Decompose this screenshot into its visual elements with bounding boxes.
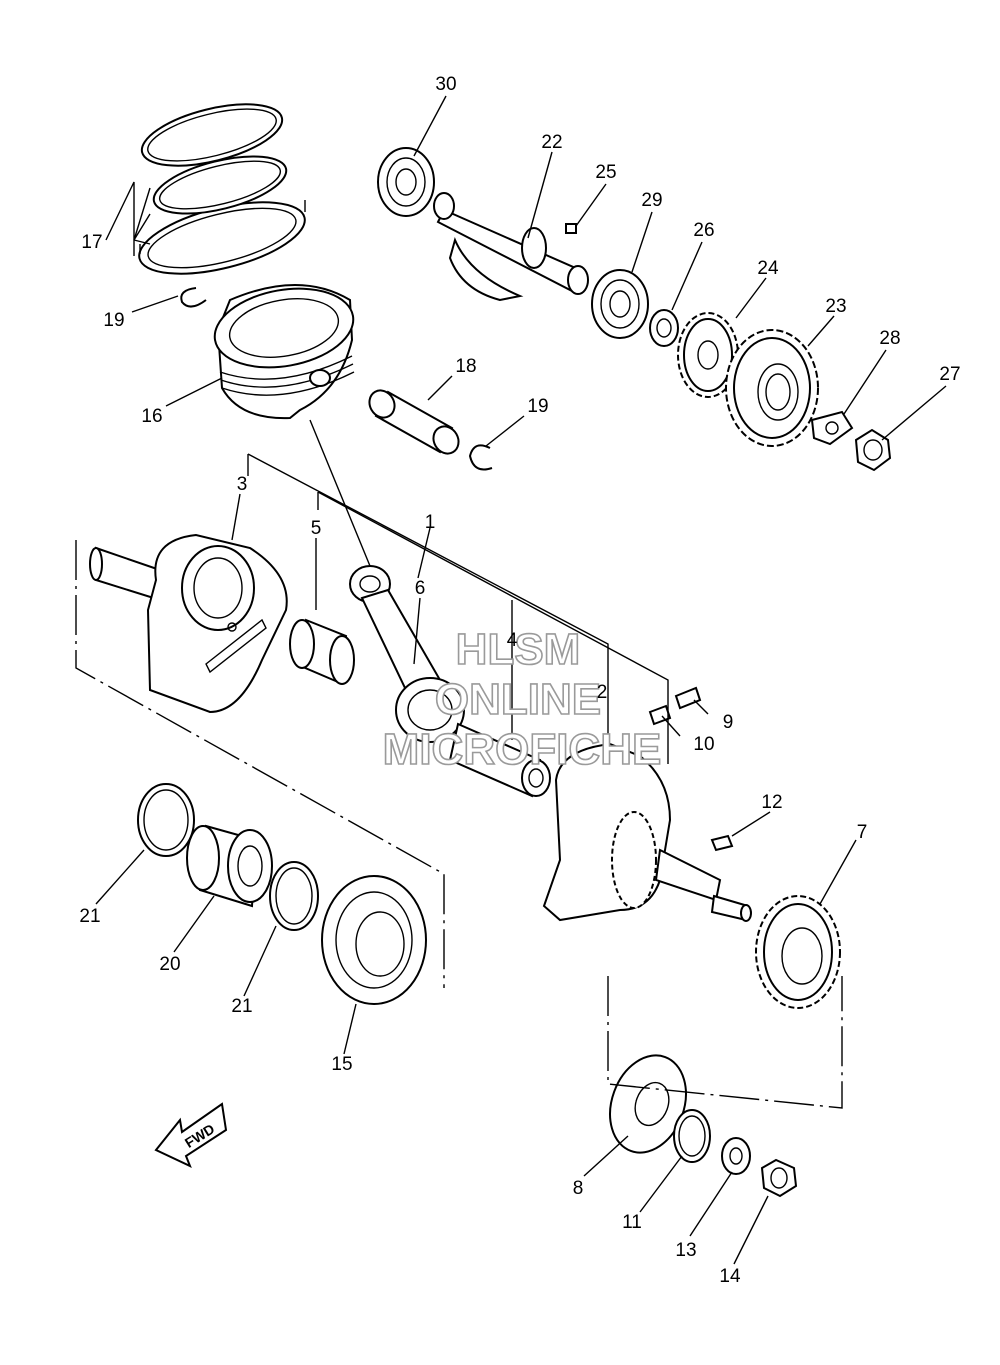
callout-10: 10 [693, 734, 714, 755]
callout-21-left: 21 [79, 906, 100, 927]
callout-4: 4 [507, 630, 518, 651]
callout-6: 6 [415, 578, 426, 599]
nut-27 [854, 428, 892, 472]
callout-1: 1 [425, 512, 436, 533]
crank-gear-7 [755, 895, 841, 1009]
callout-20: 20 [159, 954, 180, 975]
watermark: HLSM ONLINE MICROFICHE [382, 624, 662, 775]
callout-11: 11 [622, 1212, 642, 1233]
piston-pin [368, 389, 460, 455]
callout-9: 9 [723, 712, 734, 733]
needle-bearing-5 [289, 618, 355, 685]
callout-12: 12 [761, 792, 782, 813]
callout-3: 3 [237, 474, 248, 495]
leader-lines [95, 95, 947, 1265]
callout-26: 26 [693, 220, 714, 241]
callout-24: 24 [757, 258, 779, 279]
gear-23 [725, 329, 819, 447]
bearing-15 [321, 875, 427, 1005]
crank-pin [448, 722, 551, 798]
circlip-lower [468, 444, 493, 471]
watermark-line-2: ONLINE [435, 675, 601, 724]
callout-16: 16 [141, 406, 162, 427]
callout-29: 29 [641, 190, 662, 211]
callout-30: 30 [435, 74, 456, 95]
connecting-rod [349, 565, 465, 743]
callout-5: 5 [311, 518, 322, 539]
callout-13: 13 [675, 1240, 696, 1261]
circlip-21-left [137, 783, 195, 857]
bearing-29 [591, 269, 649, 339]
callout-7: 7 [857, 822, 868, 843]
callout-18: 18 [455, 356, 476, 377]
collar-26 [649, 309, 679, 347]
group-brackets [75, 419, 843, 1109]
forward-arrow: FWD [154, 1102, 228, 1168]
callout-28: 28 [879, 328, 900, 349]
nut-14 [760, 1158, 798, 1198]
circlip-11 [673, 1109, 711, 1163]
callout-19-lower: 19 [527, 396, 548, 417]
lock-washer-28 [810, 410, 854, 446]
spacer-20 [186, 824, 273, 908]
crank-left-half [89, 533, 288, 714]
callout-25: 25 [595, 162, 616, 183]
callout-2: 2 [597, 682, 608, 703]
spring-9 [674, 686, 702, 710]
callout-15: 15 [331, 1054, 352, 1075]
circlip-upper [180, 287, 207, 308]
callout-27: 27 [939, 364, 960, 385]
callout-22: 22 [541, 132, 562, 153]
callout-17: 17 [81, 232, 102, 253]
callout-14: 14 [719, 1266, 741, 1287]
callout-21-right: 21 [231, 996, 252, 1017]
watermark-line-3: MICROFICHE [383, 725, 662, 774]
piston-rings [138, 103, 306, 275]
callout-23: 23 [825, 296, 846, 317]
balancer-shaft [433, 192, 589, 302]
crank-right-half [542, 742, 752, 922]
callout-8: 8 [573, 1178, 584, 1199]
callout-labels: 1 2 3 4 5 6 7 8 9 10 12 11 13 14 15 16 1… [79, 74, 960, 1287]
gear-24 [677, 312, 739, 398]
watermark-line-1: HLSM [456, 625, 581, 674]
washer-13 [721, 1137, 751, 1175]
bearing-30 [377, 147, 435, 217]
callout-19-upper: 19 [103, 310, 124, 331]
key-12 [710, 834, 734, 852]
piston [213, 284, 355, 420]
circlip-21-right [269, 861, 319, 931]
